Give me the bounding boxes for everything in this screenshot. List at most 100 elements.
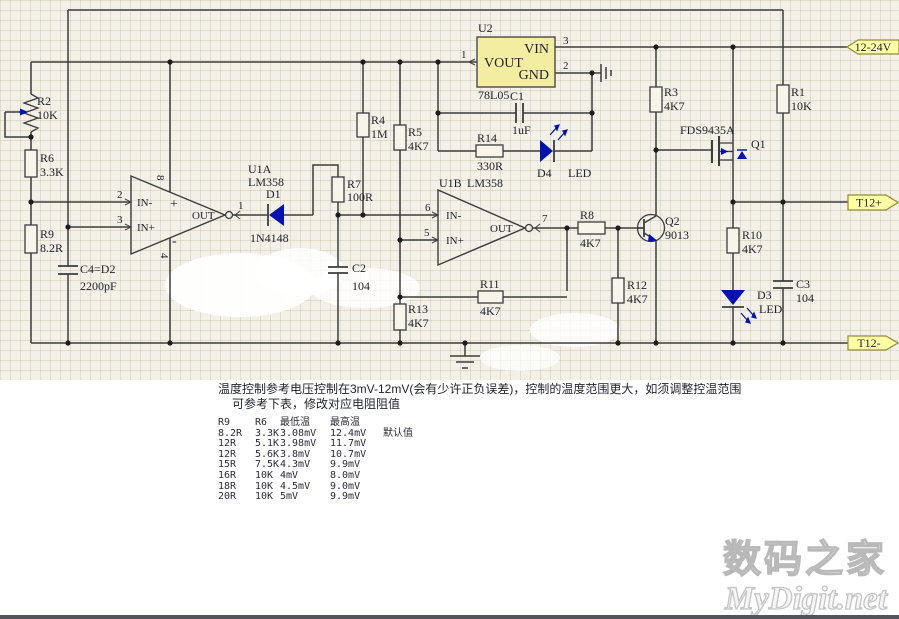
inverting-bubble-icon: [224, 210, 234, 220]
label-c3-val: 104: [796, 291, 814, 305]
label-r12-val: 4K7: [627, 292, 648, 306]
tag-t12minus-label: T12-: [857, 336, 880, 350]
label-u1b-out: OUT: [490, 223, 513, 235]
label-r4-ref: R4: [371, 113, 385, 127]
note-line-2: 可参考下表，修改对应电阻阻值: [232, 397, 401, 411]
labels: R2 10K R6 3.3K R9 8.2R C4=D2 2200pF U1A …: [37, 21, 892, 350]
label-r7-ref: R7: [347, 177, 361, 191]
label-u1b-inplus: IN+: [446, 235, 464, 247]
label-u1a-inminus: IN-: [137, 197, 153, 209]
label-r2-val: 10K: [37, 108, 58, 122]
resistor-r13: [393, 303, 407, 331]
emitter-arrow-icon: [648, 234, 657, 242]
wire-r11-feedback: [400, 228, 568, 298]
power-ground-icon: [600, 64, 612, 82]
label-r7-val: 100R: [347, 190, 373, 204]
led-d3: [721, 290, 757, 324]
label-c4-ref: C4=D2: [80, 262, 115, 276]
resistor-r1: [776, 84, 790, 114]
label-r10-val: 4K7: [742, 242, 763, 256]
wire-pot-wiper: [4, 111, 31, 138]
label-r3-ref: R3: [664, 85, 678, 99]
pin-u2-3: 3: [563, 35, 569, 47]
label-u1b-inminus: IN-: [446, 210, 462, 222]
label-r6-ref: R6: [40, 151, 54, 165]
label-u1a-out: OUT: [192, 210, 215, 222]
capacitor-c3: [773, 280, 793, 289]
circuit-schematic: R2 10K R6 3.3K R9 8.2R C4=D2 2200pF U1A …: [4, 9, 899, 371]
label-d4-val: LED: [568, 166, 592, 180]
capacitors: [58, 103, 793, 289]
pin-u1a-3: 3: [117, 214, 123, 226]
mosfet-q1: [711, 136, 747, 166]
label-q2-ref: Q2: [665, 214, 680, 228]
resistor-r6: [24, 149, 38, 178]
label-r12-ref: R12: [627, 278, 647, 292]
wiper-arrow-icon: [20, 108, 28, 116]
label-c4-val: 2200pF: [80, 279, 117, 293]
opamp-u1b: [431, 188, 541, 267]
label-r5-val: 4K7: [408, 139, 429, 153]
resistor-r8: [577, 221, 606, 235]
label-u1a-ref: U1A: [248, 162, 272, 176]
pin-arrow-icon: [467, 58, 476, 66]
tag-supply-label: 12-24V: [855, 40, 892, 54]
pin-arrow-icon: [234, 210, 241, 220]
body-diode-icon: [737, 151, 747, 159]
label-u2-ref: U2: [478, 21, 493, 35]
pin-u1a-8: 8: [154, 175, 166, 181]
label-u2-gnd: GND: [519, 68, 549, 83]
potentiometer-r2: [19, 93, 40, 133]
pin-u1b-5: 5: [424, 227, 430, 239]
label-r6-val: 3.3K: [40, 165, 64, 179]
earth-ground-icon: [450, 343, 480, 369]
label-u1a-minus: -: [172, 234, 177, 249]
resistor-r4: [356, 112, 370, 138]
label-r3-val: 4K7: [664, 99, 685, 113]
table-header: R9 R6 最低温 最高温: [218, 417, 413, 429]
label-d1-val: 1N4148: [250, 231, 289, 245]
label-u2-vout: VOUT: [484, 56, 523, 71]
label-r14-val: 330R: [477, 159, 503, 173]
label-c3-ref: C3: [796, 277, 810, 291]
tag-t12-plus: [847, 194, 899, 211]
pin-arrow-icon: [431, 236, 440, 244]
label-d4-ref: D4: [537, 166, 552, 180]
label-r13-val: 4K7: [408, 316, 429, 330]
led-arrows-icon: [549, 124, 568, 141]
resistor-r14: [475, 144, 504, 158]
label-d3-ref: D3: [757, 288, 772, 302]
pin-u1a-2: 2: [117, 189, 123, 201]
resistor-r9: [24, 224, 38, 254]
wires: [4, 9, 848, 369]
pin-u1b-6: 6: [425, 202, 431, 214]
eraser-smudges: [165, 248, 620, 371]
diode-d1: [267, 204, 284, 226]
label-d1-ref: D1: [266, 187, 281, 201]
net-tags: [845, 39, 899, 351]
label-q1-part: FDS9435A: [680, 123, 735, 137]
tag-supply: [845, 39, 899, 55]
label-r11-ref: R11: [480, 277, 500, 291]
note-line-1: 温度控制参考电压控制在3mV-12mV(会有少许正负误差)，控制的温度范围更大，…: [218, 382, 742, 396]
wire-d1-r7: [233, 164, 339, 216]
watermark-en: MyDigit.net: [724, 580, 888, 617]
pin-arrow-icon: [431, 211, 440, 219]
label-d3-val: LED: [759, 302, 783, 316]
resistor-r3: [649, 86, 663, 113]
default-note: 默认值: [383, 427, 413, 439]
label-r8-val: 4K7: [580, 236, 601, 250]
label-r13-ref: R13: [408, 302, 428, 316]
label-r1-ref: R1: [791, 85, 805, 99]
label-r8-ref: R8: [580, 208, 594, 222]
label-u1a-plus: +: [170, 197, 178, 212]
label-r9-val: 8.2R: [40, 241, 63, 255]
label-r10-ref: R10: [742, 228, 762, 242]
